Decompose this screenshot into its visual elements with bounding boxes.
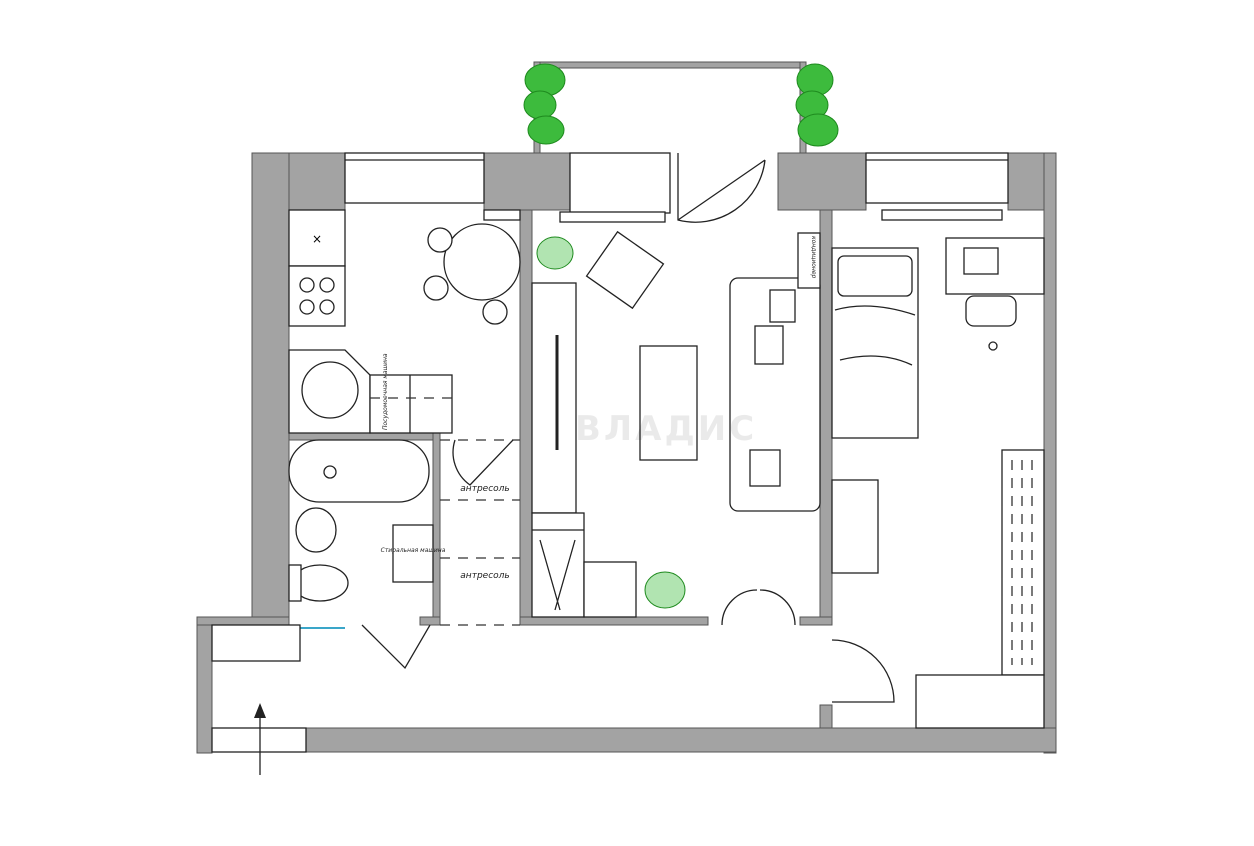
entrance-arrow-icon <box>254 703 266 775</box>
svg-text:×: × <box>312 232 322 246</box>
laptop-icon <box>963 247 999 275</box>
mezzanine-label-1: антресоль <box>460 484 509 494</box>
plant-icon <box>523 63 566 145</box>
watermark: ВЛАДИС <box>575 409 757 449</box>
plant-icon <box>795 63 839 147</box>
living-room-furniture <box>531 230 821 626</box>
balcony-door <box>677 153 766 223</box>
balcony <box>533 61 807 155</box>
washing-machine-label: Стиральная машина <box>381 547 446 554</box>
bedroom-furniture <box>831 237 1045 729</box>
dishwasher-label: Посудомоечная машина <box>382 353 389 430</box>
air-conditioner-label: кондиционер <box>810 236 817 279</box>
bathroom-furniture <box>288 439 434 629</box>
walls <box>196 152 1057 754</box>
windows <box>211 152 1009 753</box>
mezzanine-label-2: антресоль <box>460 571 509 581</box>
kitchen-furniture: × <box>288 209 521 434</box>
